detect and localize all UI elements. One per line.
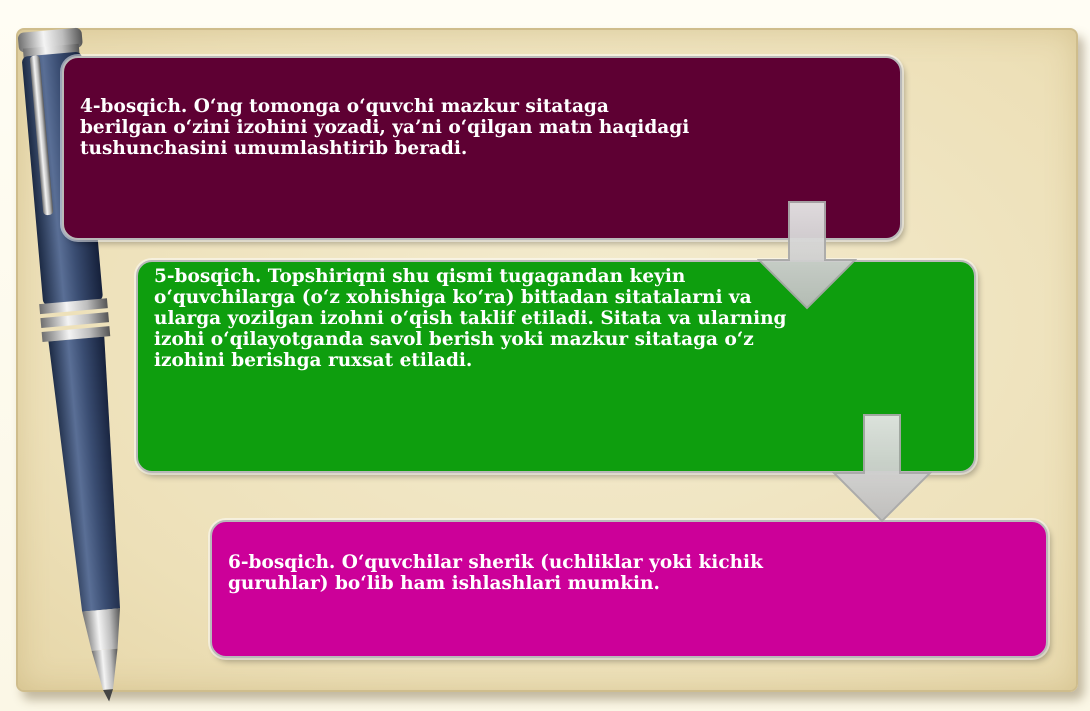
step-6-text: 6-bosqich. O‘quvchilar sherik (uchliklar… <box>228 552 763 594</box>
down-arrow-icon <box>832 414 932 523</box>
step-6-box: 6-bosqich. O‘quvchilar sherik (uchliklar… <box>210 520 1048 658</box>
step-4-box: 4-bosqich. O‘ng tomonga o‘quvchi mazkur … <box>62 56 902 240</box>
down-arrow-icon <box>757 201 857 310</box>
step-5-text: 5-bosqich. Topshiriqni shu qismi tugagan… <box>154 266 787 371</box>
step-5-box: 5-bosqich. Topshiriqni shu qismi tugagan… <box>136 260 976 473</box>
step-4-text: 4-bosqich. O‘ng tomonga o‘quvchi mazkur … <box>80 96 690 159</box>
